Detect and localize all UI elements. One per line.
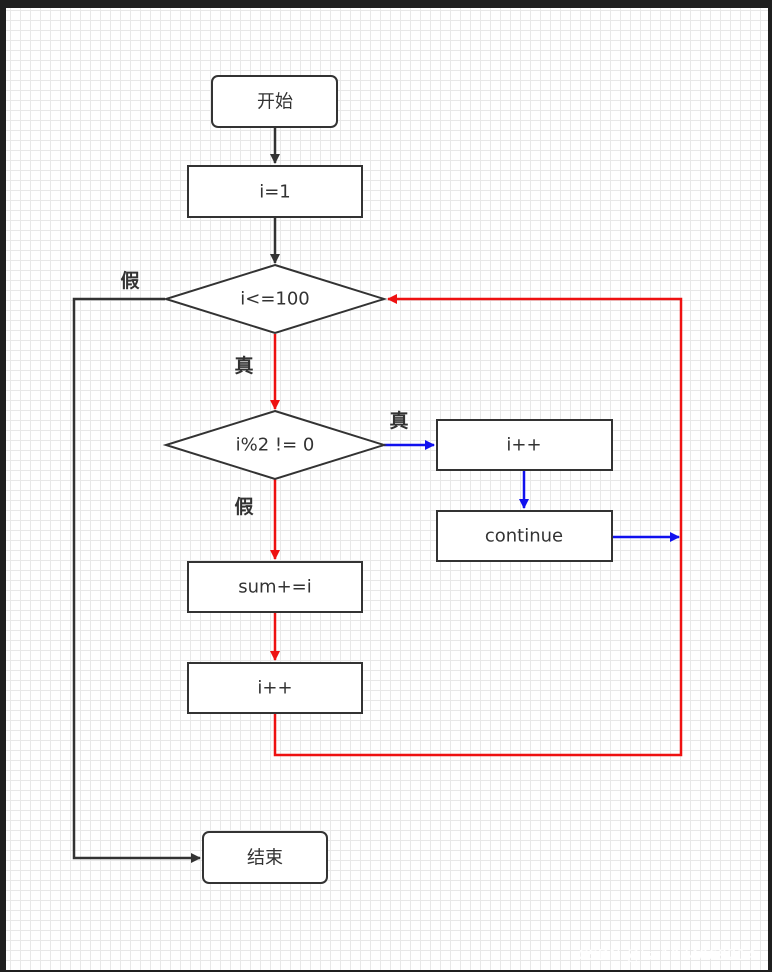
init-label: i=1: [259, 182, 291, 203]
inc-label: i++: [257, 678, 292, 699]
arrow-inc-loop-back: [273, 294, 683, 757]
start-label: 开始: [257, 92, 293, 113]
inc-odd-label: i++: [506, 435, 541, 456]
sum-label: sum+=i: [238, 577, 312, 598]
flowchart-canvas: [6, 8, 768, 970]
arrow-cond-false-to-end: [72, 297, 201, 863]
odd-condition-node: i%2 != 0: [162, 409, 388, 481]
continue-label: continue: [485, 526, 563, 547]
end-node: 结束: [202, 831, 328, 884]
loop-false-label: 假: [120, 269, 139, 292]
loop-condition-label: i<=100: [240, 289, 310, 310]
inc-node: i++: [187, 662, 363, 714]
start-node: 开始: [211, 75, 338, 128]
init-node: i=1: [187, 165, 363, 218]
end-label: 结束: [247, 848, 283, 869]
watermark: CSDN @lsc1074069214: [578, 946, 756, 964]
odd-false-label: 假: [234, 495, 253, 518]
sum-node: sum+=i: [187, 561, 363, 613]
odd-true-label: 真: [389, 409, 408, 432]
loop-condition-node: i<=100: [162, 263, 388, 335]
inc-odd-node: i++: [436, 419, 613, 471]
loop-true-label: 真: [234, 354, 253, 377]
odd-condition-label: i%2 != 0: [236, 435, 315, 456]
continue-node: continue: [436, 510, 613, 562]
